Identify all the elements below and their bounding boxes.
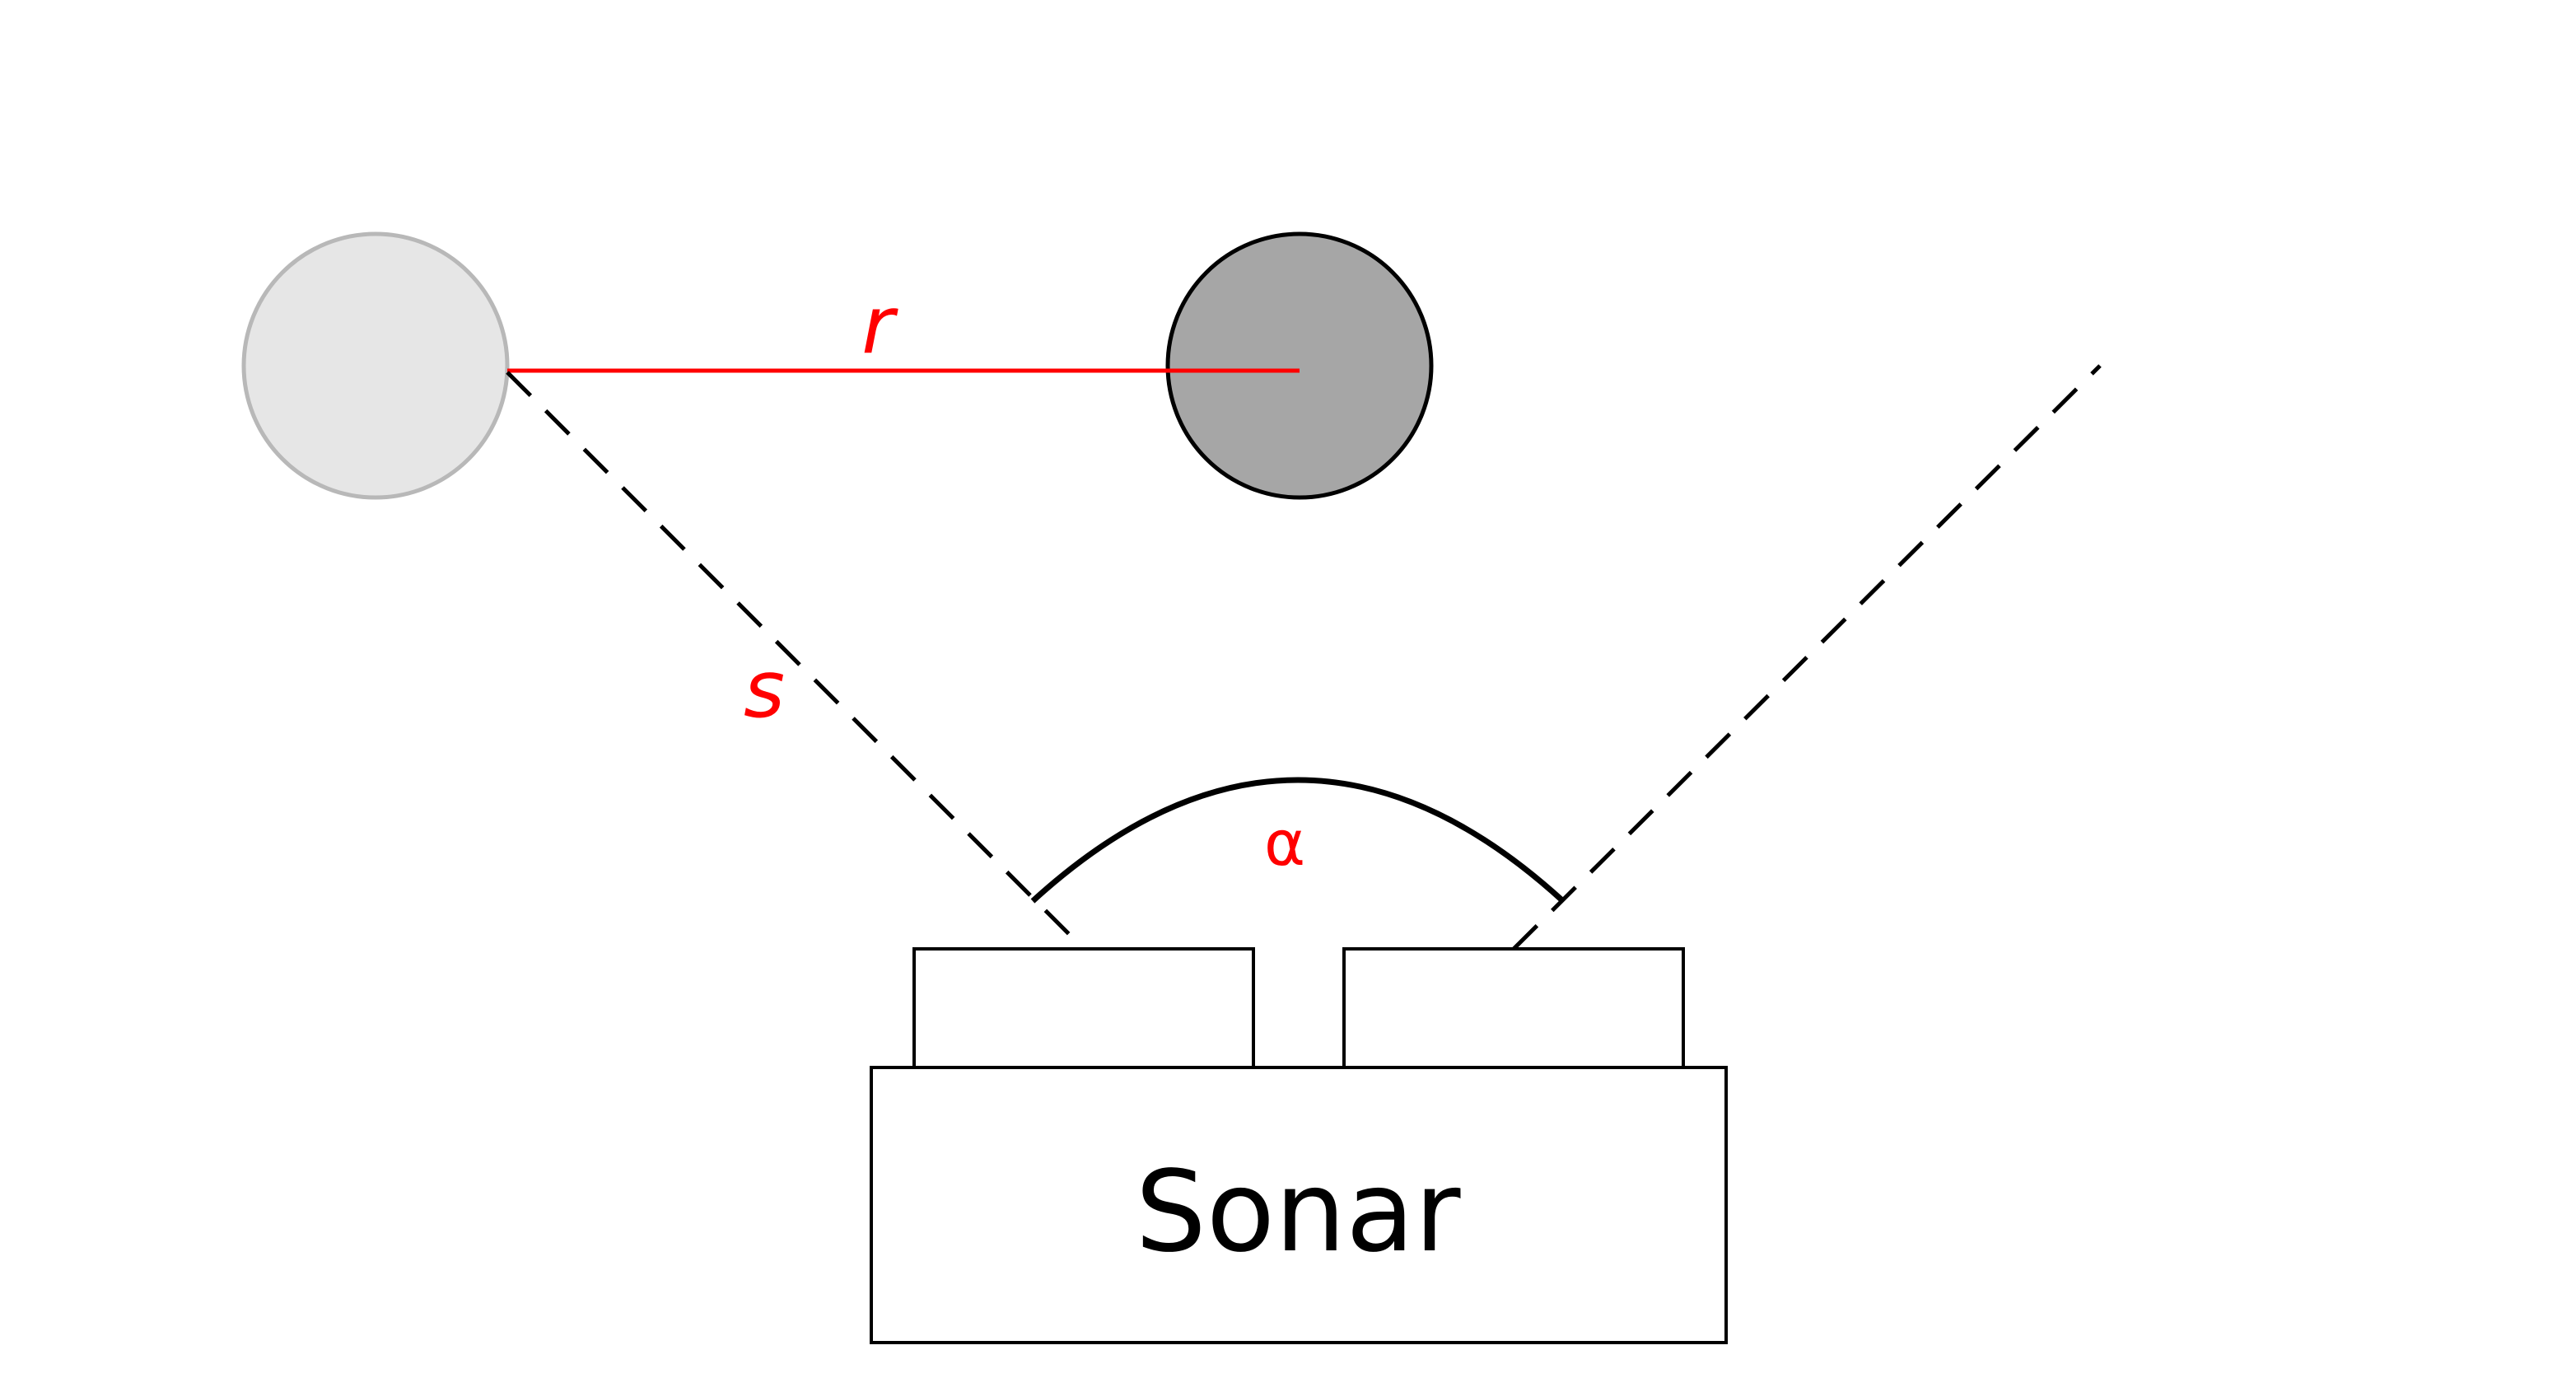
left-beam-line xyxy=(506,371,1085,951)
sonar-body xyxy=(870,1066,1728,1344)
solid-object-circle xyxy=(1165,231,1434,500)
faded-object-circle xyxy=(241,231,510,500)
right-transducer xyxy=(1342,947,1685,1069)
left-transducer xyxy=(912,947,1255,1069)
label-r: r xyxy=(861,279,898,371)
label-sonar: Sonar xyxy=(1136,1147,1461,1278)
beam-angle-arc xyxy=(1030,777,1566,904)
label-alpha: α xyxy=(1264,806,1305,880)
label-s: s xyxy=(744,643,785,736)
right-beam-line xyxy=(1512,364,2102,951)
